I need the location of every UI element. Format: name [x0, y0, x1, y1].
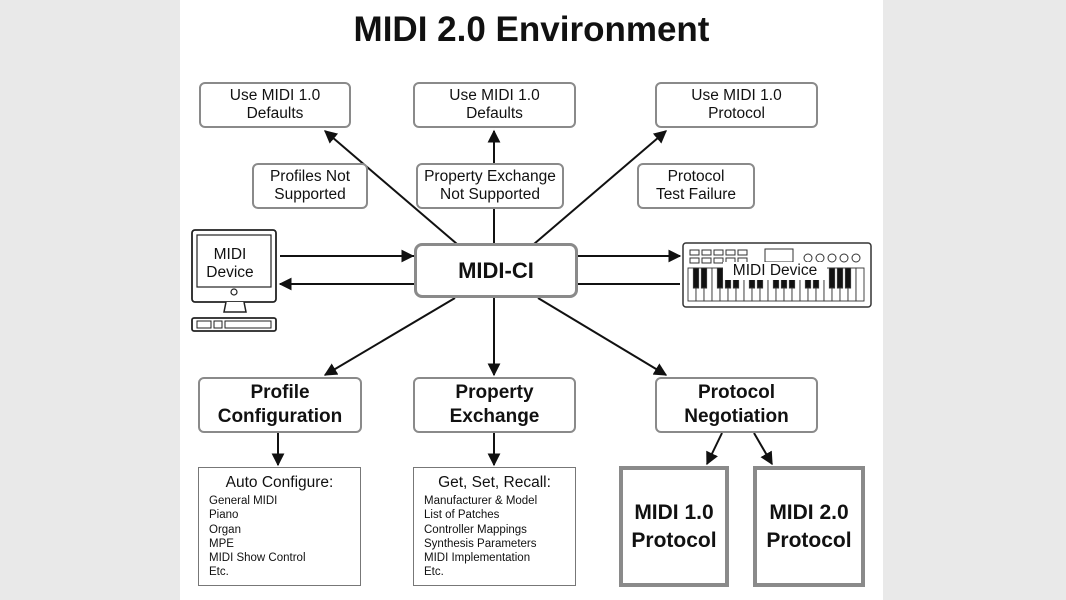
- right-midi-device-label: MIDI Device: [723, 262, 827, 280]
- diagram-canvas: MIDI 2.0 Environment Use MIDI 1.0 Defaul…: [180, 0, 883, 600]
- profile-list-box: Auto Configure: General MIDI Piano Organ…: [198, 467, 361, 586]
- property-exchange-box: Property Exchange: [413, 377, 576, 433]
- connector-lines: [191, 129, 872, 467]
- property-list-heading: Get, Set, Recall:: [438, 474, 551, 491]
- page-title: MIDI 2.0 Environment: [353, 10, 710, 49]
- list-item: Manufacturer & Model: [424, 495, 538, 507]
- list-item: Piano: [209, 509, 239, 522]
- list-item: Synthesis Parameters: [424, 537, 537, 550]
- arrow-to-midi1-protocol: [706, 432, 723, 466]
- black-key: [716, 267, 724, 289]
- use-midi1-defaults-box-left: Use MIDI 1.0 Defaults: [199, 82, 351, 128]
- black-key: [692, 267, 700, 289]
- arrow-to-protocol-negotiation: [537, 297, 668, 376]
- arrow-to-profiles-defaults: [324, 130, 458, 245]
- property-list-box: Get, Set, Recall: Manufacturer & Model L…: [413, 467, 576, 586]
- list-item: General MIDI: [209, 495, 278, 507]
- black-key: [700, 267, 708, 289]
- protocol-test-failure-box: Protocol Test Failure: [637, 163, 755, 209]
- white-key: [855, 267, 865, 302]
- midi1-protocol-box: MIDI 1.0 Protocol: [619, 466, 729, 587]
- list-item: Organ: [209, 523, 241, 536]
- list-item: MIDI Implementation: [424, 552, 531, 565]
- black-key: [844, 267, 852, 289]
- arrow-to-midi2-protocol: [753, 432, 773, 466]
- use-midi1-defaults-box-center: Use MIDI 1.0 Defaults: [413, 82, 576, 128]
- list-item: MIDI Show Control: [209, 552, 306, 565]
- use-midi1-protocol-box: Use MIDI 1.0 Protocol: [655, 82, 818, 128]
- list-item: Controller Mappings: [424, 523, 527, 536]
- left-midi-device-label: MIDI Device: [206, 246, 254, 281]
- midi2-protocol-box: MIDI 2.0 Protocol: [753, 466, 865, 587]
- black-key: [836, 267, 844, 289]
- list-item: Etc.: [209, 566, 229, 579]
- profile-list-heading: Auto Configure:: [225, 474, 334, 491]
- list-item: Etc.: [424, 566, 444, 579]
- arrow-to-protocol-defaults: [533, 130, 667, 245]
- profiles-not-supported-box: Profiles Not Supported: [252, 163, 368, 209]
- list-item: List of Patches: [424, 509, 500, 522]
- midi-ci-box: MIDI-CI: [414, 243, 578, 298]
- arrow-to-profile-configuration: [323, 297, 456, 376]
- property-exchange-not-supported-box: Property Exchange Not Supported: [416, 163, 564, 209]
- list-item: MPE: [209, 537, 234, 550]
- profile-configuration-box: Profile Configuration: [198, 377, 362, 433]
- black-key: [828, 267, 836, 289]
- protocol-negotiation-box: Protocol Negotiation: [655, 377, 818, 433]
- computer-icon: [191, 229, 277, 332]
